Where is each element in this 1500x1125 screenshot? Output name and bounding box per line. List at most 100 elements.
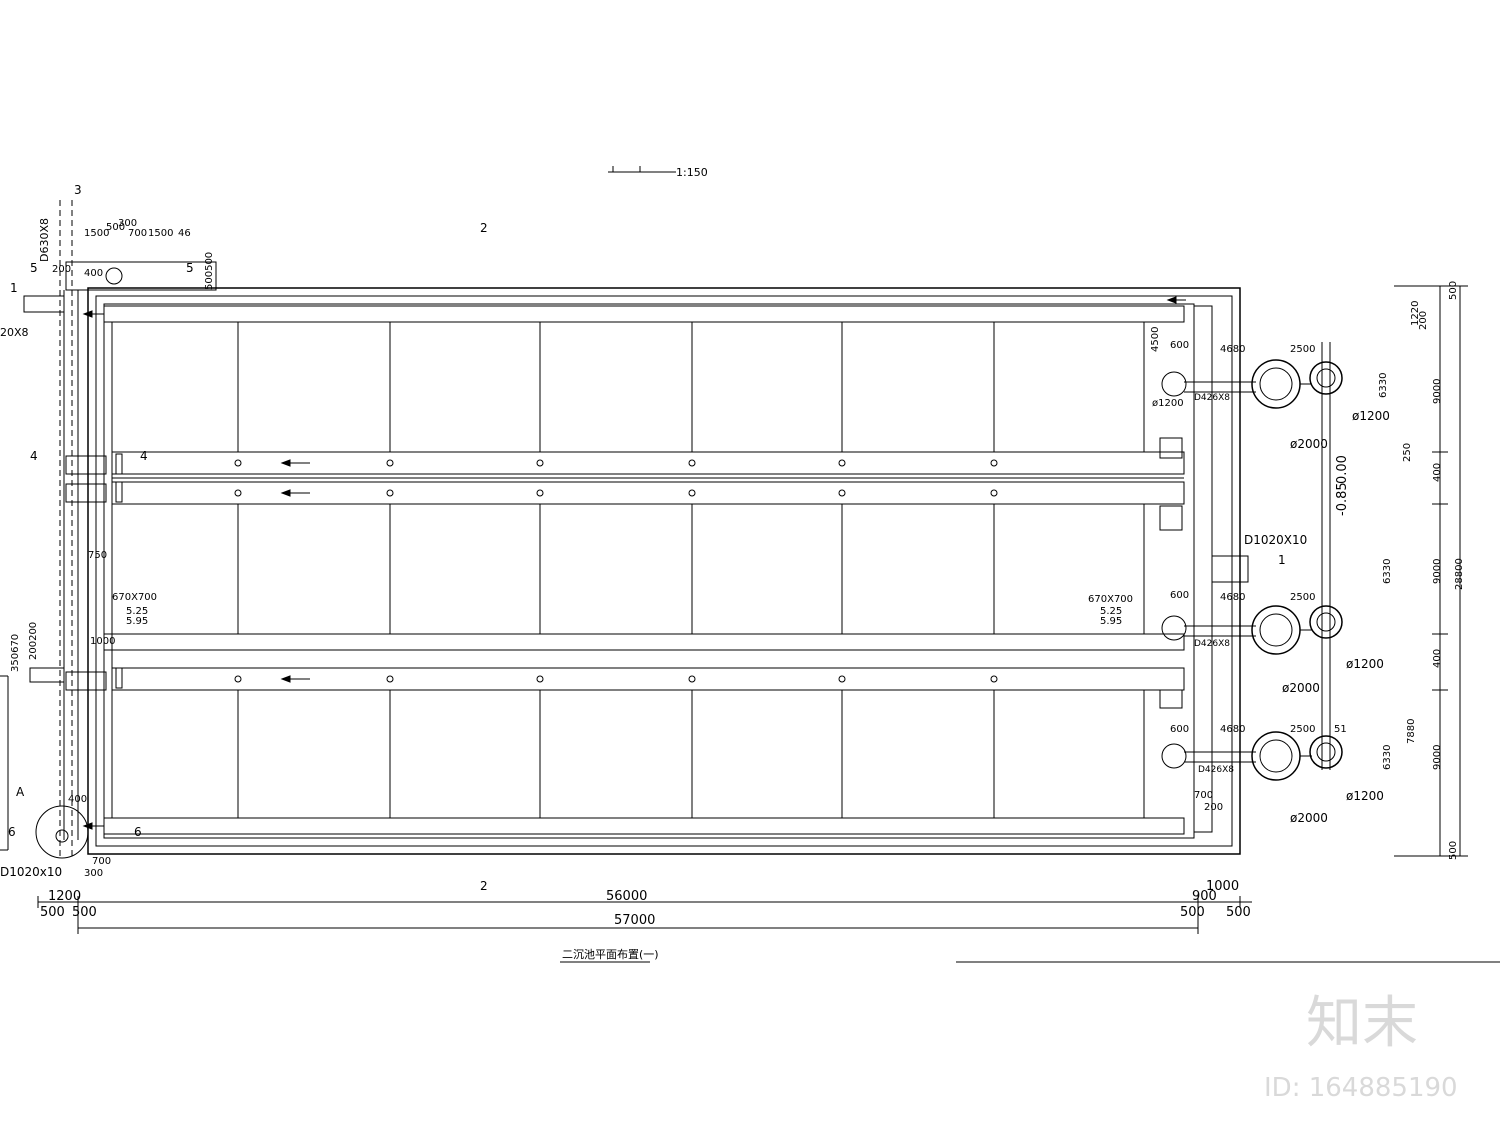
dim-300: 300 <box>84 868 103 879</box>
section-mark-4-left: 4 <box>30 449 38 463</box>
channel-markers <box>234 459 998 683</box>
section-title: 1:150 <box>608 166 708 179</box>
tank-outline <box>87 287 1241 855</box>
dim-top-200: 200 <box>52 264 71 275</box>
dim-top-1500: 1500 <box>84 228 109 239</box>
dim-r-6330-2: 6330 <box>1382 559 1393 584</box>
section-mark-6-right: 6 <box>134 825 142 839</box>
effluent-channels <box>103 305 1185 835</box>
dim-2500-1: 2500 <box>1290 344 1315 355</box>
dim-56000: 56000 <box>606 889 647 904</box>
opening-label-left: 670X700 <box>112 592 157 603</box>
plan-title: 二沉池平面布置(一) <box>562 948 659 961</box>
section-mark-1-left: 1 <box>10 281 18 295</box>
right-dimensions <box>1394 285 1468 857</box>
dim-200200-left: 200200 <box>28 622 39 660</box>
dim-r-1220: 1220 <box>1410 301 1421 326</box>
dim-700-right: 700 <box>1194 790 1213 801</box>
dim-500d: 500 <box>1226 905 1251 920</box>
pipe-labels: 20X8 D1020X10 D1020x10 D426X8 D426X8 D42… <box>0 218 1307 879</box>
pipe-label-d426-2: D426X8 <box>1194 639 1230 649</box>
section-mark-6-left: 6 <box>8 825 16 839</box>
dim-top-46: 46 <box>178 228 191 239</box>
top-dimension-labels: 1500 500 300 700 1500 46 200 400 500500 <box>52 218 215 290</box>
valve-well-d-2: ø2000 <box>1282 681 1320 695</box>
dim-2500-2: 2500 <box>1290 592 1315 603</box>
sludge-well-d-4: ø1200 <box>1152 398 1184 409</box>
section-scale: 1:150 <box>676 166 708 179</box>
right-well-system <box>1159 305 1343 833</box>
misc-dimension-labels: 4680 4680 4680 2500 2500 2500 600 600 60… <box>10 327 1347 813</box>
watermark: 知末 ID: 164885190 <box>1264 991 1458 1103</box>
bottom-dimension-labels: 1200 56000 1000 900 500 500 57000 500 50… <box>40 856 1251 928</box>
pipe-label-d426-3: D426X8 <box>1198 765 1234 775</box>
valve-well-d-1: ø2000 <box>1290 437 1328 451</box>
dim-51: 51 <box>1334 724 1347 735</box>
dim-350670-left: 350670 <box>10 634 21 672</box>
dim-r-9000-1: 9000 <box>1432 379 1443 404</box>
dim-top-500: 500 <box>106 222 125 233</box>
sludge-well-d-3: ø1200 <box>1346 789 1384 803</box>
dim-2500-3: 2500 <box>1290 724 1315 735</box>
pipe-label-d1020: D1020X10 <box>1244 533 1307 547</box>
section-marks: 3 2 2 1 1 4 4 5 5 6 6 A <box>8 183 1286 893</box>
dim-1000-mid: 1000 <box>90 636 115 647</box>
section-mark-2-top: 2 <box>480 221 488 235</box>
detail-mark-a: A <box>16 785 25 799</box>
dim-500a: 500 <box>40 905 65 920</box>
elev-b-right: 5.95 <box>1100 616 1122 627</box>
dim-r-6330-3: 6330 <box>1382 745 1393 770</box>
dim-r-28800: 28800 <box>1454 558 1465 590</box>
dim-top-400: 400 <box>84 268 103 279</box>
dim-r-9000-3: 9000 <box>1432 745 1443 770</box>
dim-top-700: 700 <box>128 228 147 239</box>
bay-dividers <box>103 322 1145 818</box>
section-mark-3-top: 3 <box>74 183 82 197</box>
dim-4680-1: 4680 <box>1220 344 1245 355</box>
dim-400-bottom: 400 <box>68 794 87 805</box>
dim-r-7880: 7880 <box>1406 719 1417 744</box>
watermark-id: ID: 164885190 <box>1264 1073 1458 1103</box>
opening-label-right: 670X700 <box>1088 594 1133 605</box>
dim-r-400-2: 400 <box>1432 649 1443 668</box>
elev-a-left: 5.25 <box>126 606 148 617</box>
section-mark-1-right: 1 <box>1278 553 1286 567</box>
dim-r-250: 250 <box>1402 443 1413 462</box>
dim-600-1: 600 <box>1170 340 1189 351</box>
dim-600-2: 600 <box>1170 590 1189 601</box>
pipe-label-d426-1: D426X8 <box>1194 393 1230 403</box>
dim-600-3: 600 <box>1170 724 1189 735</box>
bottom-dimensions <box>37 896 1252 934</box>
section-mark-5-right: 5 <box>186 261 194 275</box>
section-mark-2-bottom: 2 <box>480 879 488 893</box>
section-mark-5-left: 5 <box>30 261 38 275</box>
dim-700: 700 <box>92 856 111 867</box>
dim-4680-2: 4680 <box>1220 592 1245 603</box>
dim-r-400-1: 400 <box>1432 463 1443 482</box>
pipe-label-d630: D630X8 <box>38 218 51 262</box>
sludge-well-d-2: ø1200 <box>1346 657 1384 671</box>
pipe-label-d1020-left: D1020x10 <box>0 865 62 879</box>
dim-900: 900 <box>1192 889 1217 904</box>
dim-top-500500: 500500 <box>204 252 215 290</box>
dim-1000: 1000 <box>1206 879 1239 894</box>
dim-200-right: 200 <box>1204 802 1223 813</box>
dim-500b: 500 <box>72 905 97 920</box>
elev-b-left: 5.95 <box>126 616 148 627</box>
dim-750: 750 <box>88 550 107 561</box>
dim-500c: 500 <box>1180 905 1205 920</box>
left-pipe-system <box>0 200 217 860</box>
section-mark-4-right: 4 <box>140 449 148 463</box>
dim-r-6330-1: 6330 <box>1378 373 1389 398</box>
valve-well-d-3: ø2000 <box>1290 811 1328 825</box>
dim-r-500-top: 500 <box>1448 281 1459 300</box>
pipe-label-left: 20X8 <box>0 326 29 339</box>
dim-r-500-bottom: 500 <box>1448 841 1459 860</box>
dim-57000: 57000 <box>614 913 655 928</box>
elev-a-right: 5.25 <box>1100 606 1122 617</box>
dim-4680-3: 4680 <box>1220 724 1245 735</box>
dim-top-300: 300 <box>118 218 137 229</box>
flow-arrows <box>82 296 1186 830</box>
watermark-logo: 知末 <box>1306 991 1418 1056</box>
